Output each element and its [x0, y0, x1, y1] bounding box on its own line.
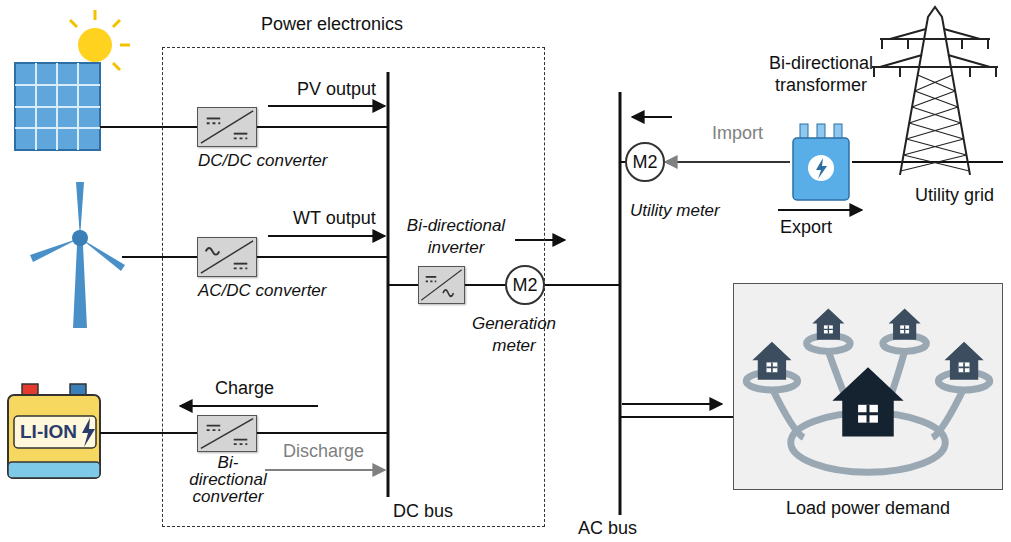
transformer: Bi-directional transformer [790, 122, 852, 202]
converter-symbol [198, 416, 256, 451]
generation-meter: M2Generation meter [505, 265, 545, 305]
meter-symbol: M2 [512, 274, 537, 296]
inverter-box: Bi-directional inverter [418, 266, 465, 304]
converter-label: AC/DC converter [198, 280, 326, 302]
battery-label: LI-ION [20, 421, 77, 443]
converter-symbol [198, 238, 256, 276]
load-label: Load power demand [734, 497, 1002, 519]
group-title: Power electronics [261, 13, 403, 35]
converter-label: Bi- directional converter [183, 454, 273, 505]
flow-label: Charge [215, 377, 274, 399]
transformer-label: Bi-directional transformer [751, 52, 891, 96]
flow-label: Discharge [283, 440, 364, 462]
inverter-label: Bi-directional inverter [397, 215, 515, 259]
meter-label: Generation meter [464, 313, 564, 357]
bidirectional-converter: Bi- directional converter [197, 415, 257, 452]
transmission-tower [870, 5, 1000, 175]
utility-meter: M2Utility meter [625, 142, 665, 182]
flow-label: PV output [297, 78, 376, 100]
meter-label: Utility meter [630, 200, 720, 222]
flow-label: WT output [293, 207, 376, 229]
transformer-symbol [790, 122, 852, 202]
flow-label: Export [780, 216, 832, 238]
bus-label: AC bus [578, 517, 637, 539]
converter-symbol [198, 108, 256, 146]
houses-illustration [734, 284, 1002, 489]
dcdc-converter: DC/DC converter [197, 107, 257, 147]
grid-label: Utility grid [915, 184, 994, 206]
connector [852, 161, 870, 163]
converter-symbol [419, 267, 464, 303]
converter-label: DC/DC converter [198, 150, 327, 172]
acdc-converter: AC/DC converter [197, 237, 257, 277]
connector [465, 284, 505, 286]
utility-grid: Utility grid [870, 5, 1000, 175]
meter-symbol: M2 [632, 151, 657, 173]
load-box: Load power demand [733, 283, 1003, 490]
bus-label: DC bus [393, 500, 453, 522]
connector [665, 161, 790, 163]
import-label: Import [710, 122, 765, 144]
